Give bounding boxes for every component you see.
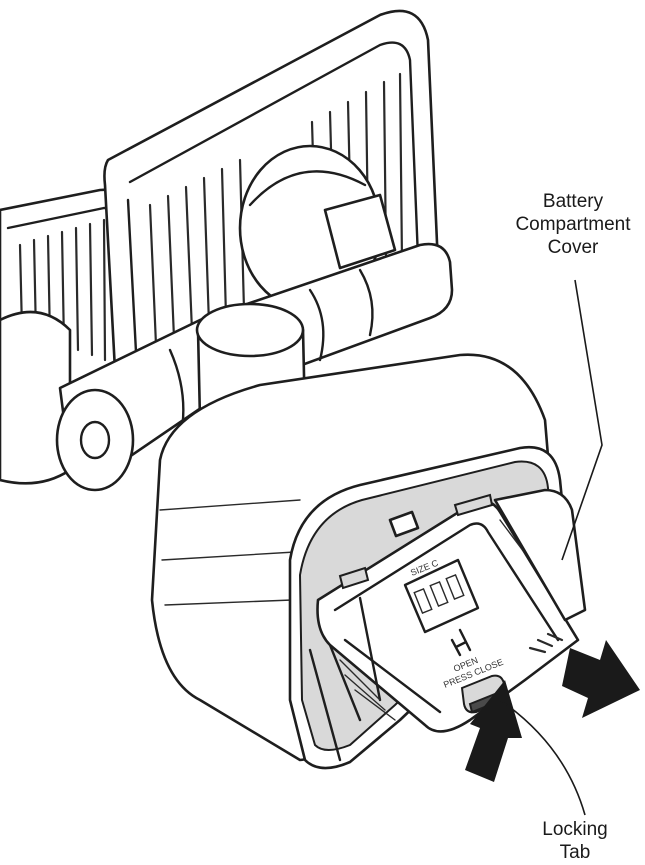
battery-compartment-cover: SIZE C OPEN PRESS CLOSE bbox=[316, 488, 587, 733]
locking-tab-leader-line bbox=[499, 699, 586, 816]
locking-tab-label-line-1: Locking bbox=[542, 819, 608, 840]
pull-arrow bbox=[528, 632, 640, 718]
locking-tab-label: Locking Tab bbox=[530, 818, 620, 864]
battery-cover-label: Battery Compartment Cover bbox=[508, 190, 638, 259]
locking-tab-label-line-2: Tab bbox=[559, 842, 591, 863]
left-light-head bbox=[0, 188, 132, 485]
battery-cover-leader-line bbox=[561, 279, 603, 561]
battery-cover-label-line-2: Compartment bbox=[515, 214, 631, 235]
battery-cover-label-line-3: Cover bbox=[547, 237, 599, 258]
battery-cover-label-line-1: Battery bbox=[542, 191, 604, 212]
